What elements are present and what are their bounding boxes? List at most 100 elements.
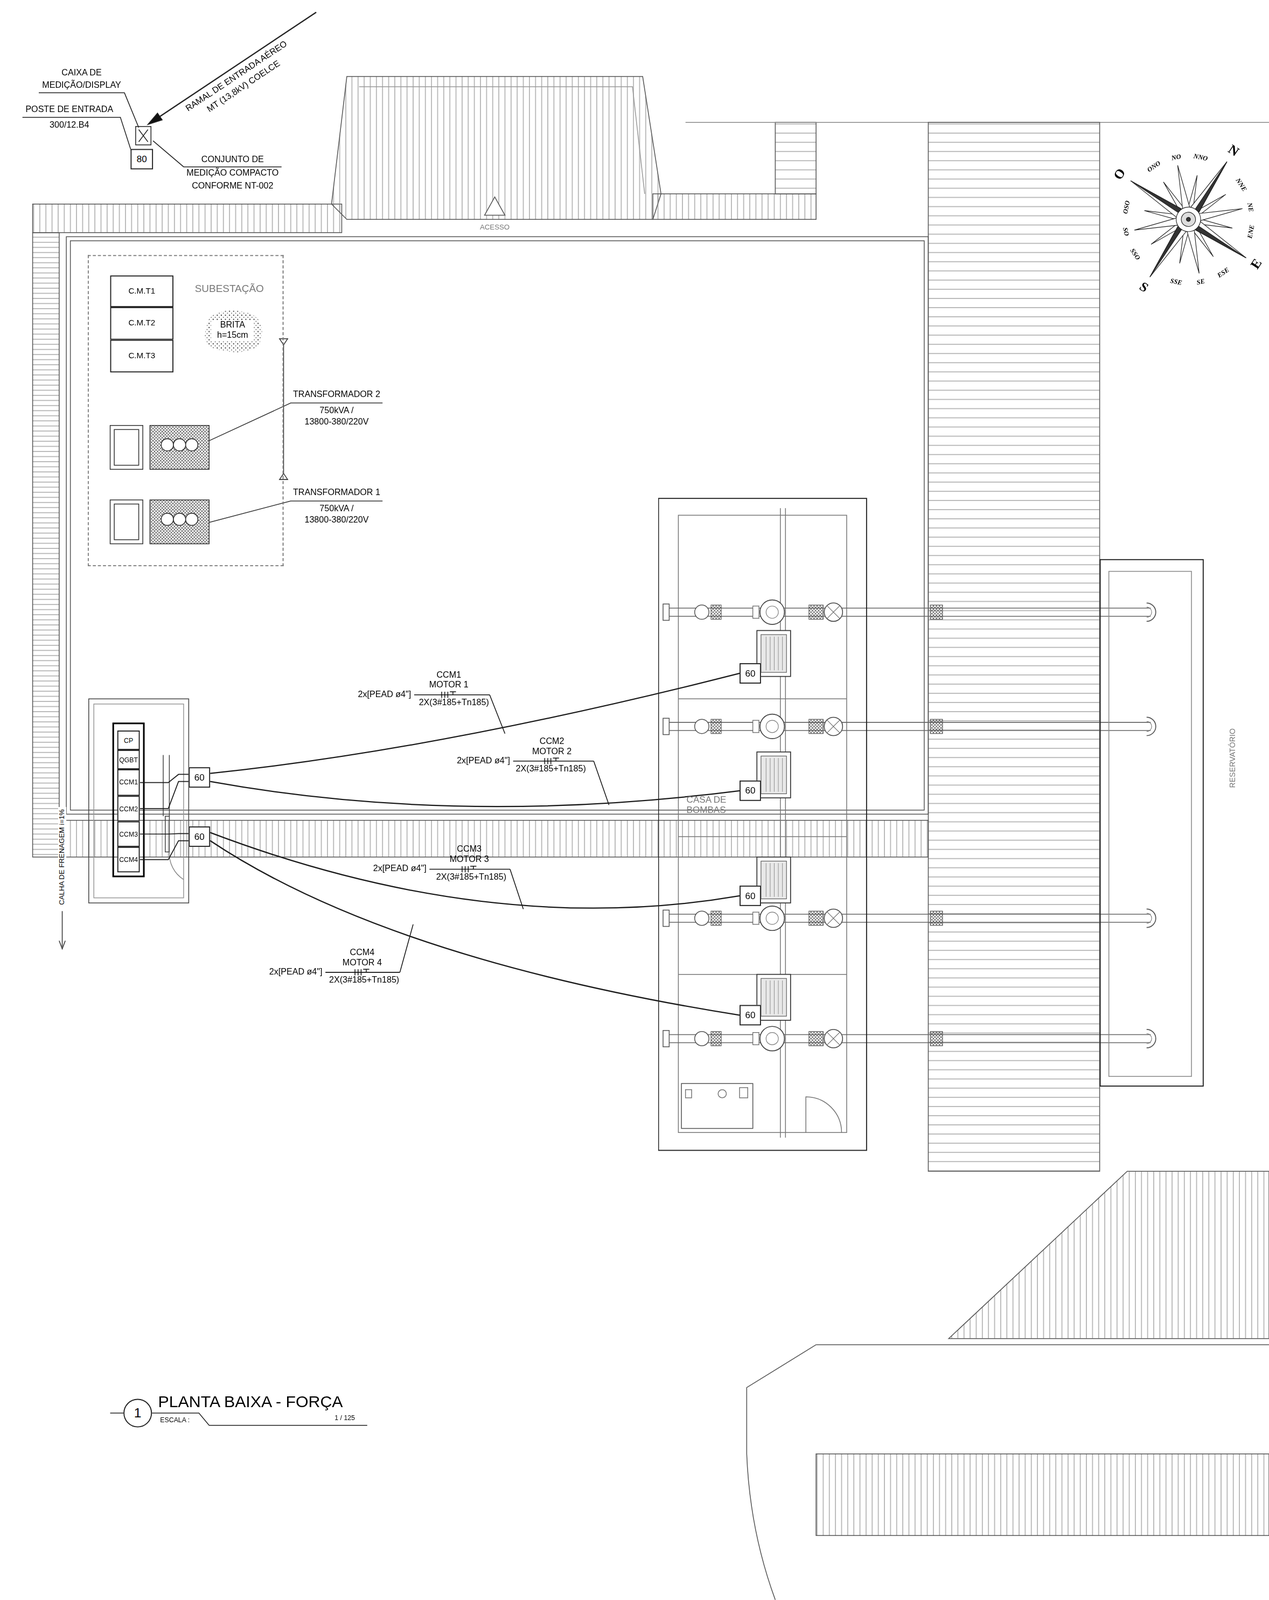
note-label: 2X(3#185+Tn185) [436,872,507,882]
note-label: CCM2 [539,736,565,746]
pump-house [717,1089,727,1098]
pump-house [681,1083,753,1128]
substation-area: SUBESTAÇÃOC.M.T1C.M.T2C.M.T3BRITA h=15cm [87,254,284,567]
note-label: 750kVA / [319,406,354,416]
junction-box: 60 [739,780,762,801]
cell-box: C.M.T3 [110,339,174,373]
site-boundary [928,122,1100,1171]
pump-house [685,1089,692,1098]
compass-point: ONO [1145,159,1162,174]
note-label: ESCALA : [159,1416,190,1424]
entrance-pole [22,117,132,152]
reservoir-inner [1109,571,1192,1077]
node-label: C.M.T3 [128,351,156,361]
conduit-callouts [513,760,595,762]
node-label: C.M.T1 [128,286,156,296]
note-label: CCM4 [350,947,375,958]
panel-cell: CP [117,730,141,750]
site-plan-drawing [663,714,1156,739]
reservoir-inner [1109,571,1192,1077]
note-label: 2x[PEAD ø4"] [269,966,323,977]
note-label: 2X(3#185+Tn185) [419,697,490,708]
conduit-callouts [510,869,524,910]
conduit-callouts [360,968,362,975]
conduit-callouts [441,691,443,698]
node-label: 60 [744,785,756,797]
note-label: CCM3 [456,844,482,855]
panel-room [93,703,184,898]
site-plan-drawing [663,600,1156,625]
node-label: CCM3 [119,830,138,838]
entrance-pole [148,113,163,125]
entrance-pole [138,129,149,143]
substation-equipment [149,425,209,470]
site-boundary [66,236,929,814]
conduit-callouts [452,691,454,695]
panel-room [113,723,144,877]
site-boundary [359,86,645,194]
site-boundary [948,1170,1269,1339]
conduit-callouts [429,868,511,870]
note-label: POSTE DE ENTRADA [25,105,114,115]
node-label: 80 [136,154,148,165]
entrance-pole [138,129,149,143]
note-label: 2x[PEAD ø4"] [357,689,411,700]
note-label: ACESSO [479,223,510,232]
site-plan-drawing [663,1026,1156,1051]
node-label: SUBESTAÇÃO [194,282,264,295]
site-boundary [484,197,506,216]
junction-box: 60 [739,663,762,684]
note-label: RAMAL DE ENTRADA AÉREO [184,38,290,114]
pump-house [678,835,847,838]
view-number: 1 [123,1398,152,1428]
entrance-pole [135,126,151,145]
site-boundary [816,1343,1269,1345]
entrance-pole [22,12,317,167]
conduit-callouts [357,968,359,975]
site-boundary [32,76,1269,1600]
substation-equipment [185,513,199,526]
power-cable [210,832,740,908]
compass-rose [1171,202,1206,237]
substation-equipment [149,499,209,544]
junction-box: 60 [188,826,211,847]
node-label: 60 [744,1009,756,1021]
substation-equipment [173,513,186,526]
cell-box: C.M.T1 [110,275,174,308]
site-boundary [59,820,929,857]
site-boundary [652,193,817,220]
pump-house: CASA DE BOMBAS60606060 [658,497,868,1151]
compass-point: ESE [1216,265,1231,279]
power-cable [140,832,190,835]
meter-box: 80 [130,149,153,170]
conduit-callouts [444,691,446,698]
compass-point: S [1135,279,1151,296]
node-label: C.M.T2 [128,318,156,329]
note-label: 1 / 125 [334,1413,355,1422]
note-label: 300/12.B4 [49,120,89,130]
note-label: CCM1 [436,670,462,680]
note-label: 2X(3#185+Tn185) [329,975,400,986]
compass-rose [1092,123,1269,316]
conduit-callouts [472,866,474,870]
compass-point: ENE [1245,224,1256,240]
node-label: QGBT [119,755,138,764]
conduit-callouts [325,971,400,973]
node-label: 60 [194,831,205,842]
pump-house [678,698,847,700]
pump-house [805,1096,842,1133]
site-plan-drawing [756,856,791,903]
substation-equipment [114,504,139,540]
conduit-callouts [354,968,356,975]
compass-point: OSO [1121,199,1132,215]
conduit-callouts [547,757,549,764]
node-label: CCM4 [119,855,138,864]
conduit-callouts [468,866,470,873]
substation-equipment [161,438,174,451]
substation-equipment [185,438,199,451]
substation-equipment [110,425,144,470]
node-label: 1 [134,1405,142,1421]
pump-house [785,507,787,1138]
node-label: 60 [744,890,756,902]
